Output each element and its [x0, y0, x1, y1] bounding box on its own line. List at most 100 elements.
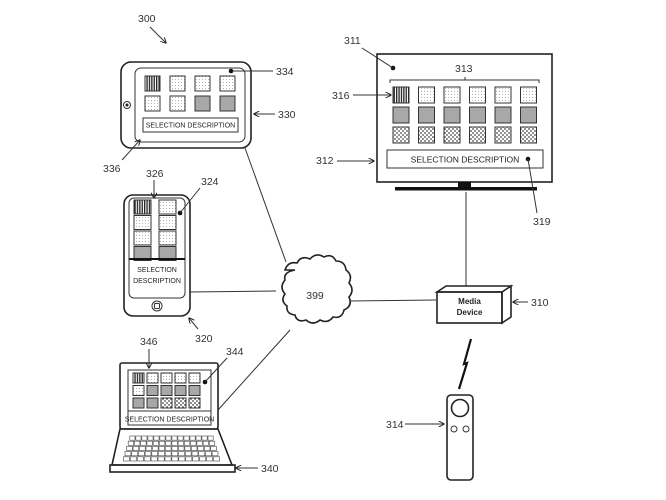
tile-striped: [392, 86, 410, 104]
tile-checker: [160, 397, 173, 409]
remote-button-right: [462, 425, 470, 433]
keyboard-key: [201, 435, 208, 441]
keyboard-key: [138, 451, 145, 457]
keyboard-key: [146, 440, 153, 446]
tile-dotted: [219, 75, 236, 92]
laptop-keyboard: [123, 435, 220, 462]
laptop-tile-grid: [132, 372, 201, 409]
keyboard-key: [141, 435, 148, 441]
keyboard-key: [189, 435, 196, 441]
tv-selected-tile-ref: 316: [332, 90, 350, 102]
keyboard-key: [171, 446, 178, 451]
media-device-label-line2: Device: [457, 308, 483, 317]
phone-home-button: [151, 300, 163, 312]
tile-checker: [443, 126, 461, 144]
tile-dotted: [174, 372, 187, 384]
laptop-screen-ref: 344: [226, 346, 244, 358]
keyboard-key: [198, 451, 205, 457]
remote-touchpad: [450, 398, 470, 418]
tile-dotted: [443, 86, 461, 104]
phone-device-ref: 320: [195, 333, 213, 345]
media-device: Media Device: [434, 284, 514, 325]
keyboard-key: [152, 446, 159, 451]
link-laptop-network: [217, 329, 291, 411]
phone-tile-grid: [133, 199, 177, 261]
keyboard-key: [158, 446, 165, 451]
tile-gray: [146, 397, 159, 409]
tile-gray: [174, 385, 187, 396]
phone-selected-ref: 326: [146, 168, 164, 180]
keyboard-key: [183, 435, 190, 441]
keyboard-key: [123, 456, 130, 462]
tile-dotted: [188, 372, 201, 384]
link-network-media: [349, 299, 437, 302]
keyboard-key: [143, 456, 151, 462]
laptop-selected-ref: 346: [140, 336, 158, 348]
keyboard-key: [191, 451, 199, 457]
tile-dotted: [494, 86, 512, 104]
keyboard-key: [191, 446, 198, 451]
tv-tile-group-ref: 313: [455, 63, 473, 75]
tile-striped: [132, 372, 145, 384]
keyboard-key: [190, 440, 197, 446]
keyboard-key: [159, 435, 166, 441]
tile-gray: [418, 106, 435, 124]
media-device-ref: 310: [531, 297, 549, 309]
keyboard-key: [178, 446, 185, 451]
tile-checker: [494, 126, 512, 144]
tile-dotted: [144, 95, 161, 112]
tablet-selection-description: SELECTION DESCRIPTION: [146, 123, 235, 130]
keyboard-key: [178, 456, 186, 462]
tile-dotted: [169, 75, 186, 92]
tile-gray: [146, 385, 159, 396]
tile-gray: [494, 106, 512, 124]
keyboard-key: [165, 440, 172, 446]
tablet-tile-grid: [144, 75, 236, 112]
keyboard-key: [147, 435, 154, 441]
keyboard-key: [165, 435, 172, 441]
phone-screen-ref: 324: [201, 176, 219, 188]
tile-gray: [132, 397, 145, 409]
tv-display: SELECTION DESCRIPTION: [376, 53, 553, 191]
tile-dotted: [158, 199, 177, 215]
keyboard-key: [129, 435, 136, 441]
remote-ref: 314: [386, 419, 404, 431]
keyboard-key: [150, 456, 158, 462]
tablet-screen-ref: 334: [276, 66, 294, 78]
keyboard-key: [140, 440, 147, 446]
tile-dotted: [169, 95, 186, 112]
media-device-label-line1: Media: [458, 297, 481, 306]
keyboard-key: [196, 440, 203, 446]
network-cloud: 399: [281, 254, 353, 324]
keyboard-key: [171, 435, 178, 441]
tile-gray: [520, 106, 537, 124]
remote-control: [446, 394, 474, 481]
keyboard-key: [124, 451, 132, 457]
keyboard-key: [209, 440, 216, 446]
keyboard-key: [165, 446, 172, 451]
tv-selection-description: SELECTION DESCRIPTION: [411, 155, 520, 165]
network-links: [189, 147, 467, 411]
tile-striped: [133, 199, 152, 215]
link-phone-network: [189, 290, 277, 293]
tile-dotted: [133, 215, 152, 230]
tile-dotted: [194, 75, 211, 92]
tile-dotted: [133, 230, 152, 246]
keyboard-key: [126, 446, 133, 451]
tile-dotted: [146, 372, 159, 384]
keyboard-key: [135, 435, 142, 441]
tile-checker: [174, 397, 187, 409]
tile-gray: [392, 106, 410, 124]
tile-dotted: [520, 86, 537, 104]
tile-dotted: [158, 215, 177, 230]
tv-frame-ref: 312: [316, 155, 334, 167]
laptop-selection-description: SELECTION DESCRIPTION: [125, 417, 214, 424]
keyboard-key: [205, 451, 212, 457]
wireless-signal-icon: [457, 338, 473, 390]
keyboard-key: [184, 440, 191, 446]
keyboard-key: [177, 440, 184, 446]
tile-gray: [133, 246, 152, 261]
link-tablet-network: [244, 147, 287, 263]
tile-checker: [188, 397, 201, 409]
tile-checker: [520, 126, 537, 144]
